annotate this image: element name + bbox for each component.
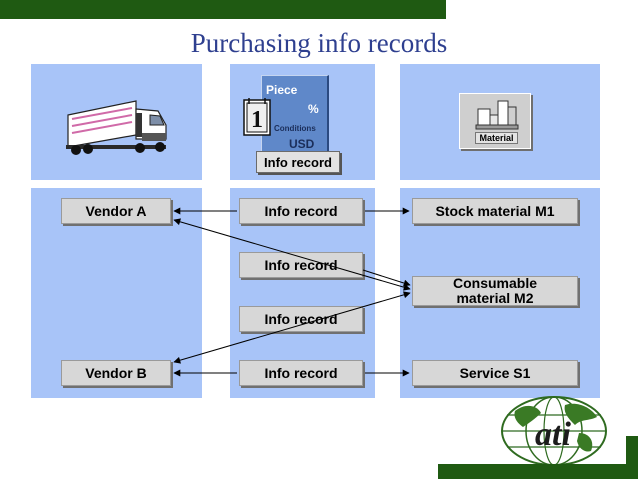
service-s1-box[interactable]: Service S1 [412,360,578,386]
calendar-icon: 1 [243,98,271,136]
info-record-box-1[interactable]: Info record [239,198,363,224]
top-decor-bar [0,0,446,18]
usd-label: USD [289,137,315,151]
top-decor-line [0,18,446,19]
stock-material-m1-box[interactable]: Stock material M1 [412,198,578,224]
material-icon-label: Material [475,132,518,144]
info-record-box-2[interactable]: Info record [239,252,363,278]
material-icon: Material [459,93,531,149]
vendor-b-box[interactable]: Vendor B [61,360,171,386]
bottom-decor-stub [626,436,638,466]
vendor-a-box[interactable]: Vendor A [61,198,171,224]
consumable-material-m2-box[interactable]: Consumable material M2 [412,276,578,306]
info-record-box-4[interactable]: Info record [239,360,363,386]
info-record-box-3[interactable]: Info record [239,306,363,332]
logo-text: ati [535,416,571,453]
piece-label: Piece [266,83,298,97]
globe-logo: ati [501,396,607,466]
factory-icon [475,100,519,130]
percent-label: % [308,102,319,116]
info-record-icon-label: Info record [256,151,340,173]
conditions-label: Conditions [274,124,316,133]
truck-icon [66,100,167,155]
calendar-number: 1 [251,107,263,133]
bottom-decor-bar [438,464,638,479]
page-title: Purchasing info records [190,28,448,58]
